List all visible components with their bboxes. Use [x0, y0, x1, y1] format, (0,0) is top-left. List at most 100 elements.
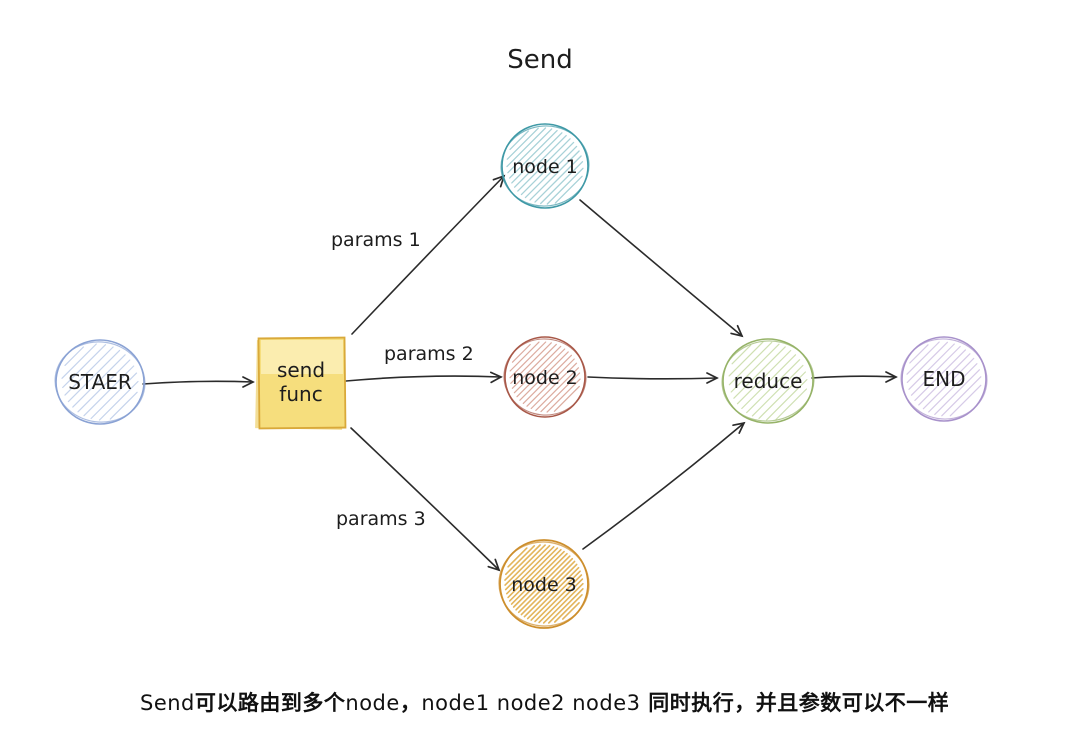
- arrowhead-icon: [730, 324, 744, 338]
- node-send-func-border: [257, 336, 347, 430]
- hatch-line: [731, 344, 752, 365]
- hatch-line: [561, 601, 580, 620]
- hatch-line: [511, 343, 557, 389]
- edge-label-params-3: params 3: [336, 508, 426, 530]
- node-node2-sketch-stroke: [503, 338, 587, 416]
- caption-segment: 同时执行，并且参数可以不一样: [640, 691, 950, 715]
- hatch-line: [530, 570, 581, 621]
- node-node3-sketch-stroke: [498, 541, 590, 627]
- hatch-line: [746, 359, 801, 414]
- hatch-line: [520, 141, 575, 196]
- hatch-line: [758, 371, 807, 419]
- hatch-line: [509, 341, 547, 379]
- hatch-line: [736, 349, 792, 405]
- edge-reduce-to-end: [811, 375, 897, 379]
- node-send-func: [255, 336, 347, 430]
- node-node2-outline: [504, 336, 586, 418]
- node-node3: [498, 539, 590, 629]
- hatch-line: [62, 344, 107, 389]
- nodes: [54, 123, 988, 629]
- hatch-line: [941, 376, 982, 417]
- hatch-line: [775, 388, 808, 421]
- caption-segment: ，: [399, 691, 422, 715]
- arrowhead-icon: [242, 376, 255, 388]
- hatch-line: [520, 560, 576, 616]
- hatch-line: [508, 548, 562, 602]
- hatch-line: [534, 155, 582, 203]
- hatch-line: [509, 130, 530, 151]
- hatch-line: [949, 384, 982, 417]
- hatch-line: [765, 379, 808, 421]
- hatch-line: [515, 555, 571, 611]
- hatch-line: [98, 380, 139, 421]
- arrowhead-icon: [492, 174, 506, 188]
- hatch-line: [509, 341, 540, 372]
- hatch-line: [524, 145, 578, 199]
- edge-node3-to-reduce: [582, 422, 745, 550]
- hatch-line: [733, 346, 786, 399]
- hatch-line: [77, 359, 131, 413]
- hatch-line: [554, 175, 583, 204]
- hatch-line: [511, 132, 563, 184]
- hatch-line: [510, 550, 565, 605]
- arrowhead-icon: [706, 372, 719, 384]
- hatch-line: [511, 343, 531, 363]
- hatch-line: [83, 365, 135, 417]
- node-node3-outline: [499, 539, 589, 629]
- hatch-line: [513, 134, 567, 188]
- node-staer: [54, 339, 146, 425]
- node-reduce: [721, 338, 815, 424]
- hatch-line: [535, 367, 580, 411]
- hatch-line: [728, 341, 764, 377]
- hatch-line: [741, 354, 797, 410]
- hatch-line: [504, 544, 536, 576]
- hatch-line: [506, 127, 539, 160]
- caption-segment: 可以路由到多个: [194, 691, 346, 715]
- node-node3-label: node 3: [511, 574, 577, 596]
- hatch-line: [547, 587, 584, 624]
- hatch-line: [517, 557, 574, 614]
- hatch-line: [109, 391, 138, 420]
- node-node1: [500, 123, 590, 209]
- hatch-line: [540, 161, 584, 205]
- hatch-line: [61, 343, 97, 379]
- hatch-layer: [61, 127, 982, 624]
- hatch-line: [553, 385, 580, 412]
- hatch-line: [507, 547, 559, 599]
- node-staer-label: STAER: [68, 370, 132, 394]
- hatch-line: [64, 346, 85, 366]
- hatch-line: [504, 544, 546, 586]
- hatch-line: [538, 578, 584, 624]
- hatch-line: [504, 544, 551, 591]
- hatch-line: [508, 129, 558, 179]
- arrowhead-icon: [487, 558, 501, 572]
- arrowhead-icon: [489, 371, 503, 384]
- hatch-line: [529, 150, 580, 201]
- node-staer-outline: [55, 339, 145, 425]
- node-node2: [503, 336, 587, 418]
- labels: Send STAER send func node 1 node 2 node …: [68, 45, 965, 596]
- hatch-line: [506, 127, 547, 168]
- hatch-line: [510, 342, 552, 384]
- hatch-line: [922, 357, 975, 410]
- edge-send-func-to-node2: [345, 375, 502, 382]
- edge-send-func-to-node3: [350, 427, 500, 571]
- hatch-line: [64, 346, 114, 396]
- hatch-line: [728, 341, 773, 386]
- hatch-line: [507, 547, 528, 568]
- arrowhead-icon: [732, 421, 746, 434]
- node-node1-outline: [501, 123, 589, 209]
- caption-segment: node: [345, 691, 400, 715]
- hatch-line: [546, 378, 581, 413]
- hatch-line: [90, 372, 138, 420]
- hatch-line: [526, 358, 575, 407]
- hatch-line: [910, 345, 961, 396]
- hatch-line: [526, 566, 580, 620]
- hatch-line: [72, 354, 126, 408]
- hatch-line: [512, 552, 568, 608]
- node-reduce-sketch-stroke: [721, 340, 815, 422]
- edge-label-params-1: params 1: [331, 229, 421, 251]
- node-staer-sketch-stroke: [54, 341, 146, 423]
